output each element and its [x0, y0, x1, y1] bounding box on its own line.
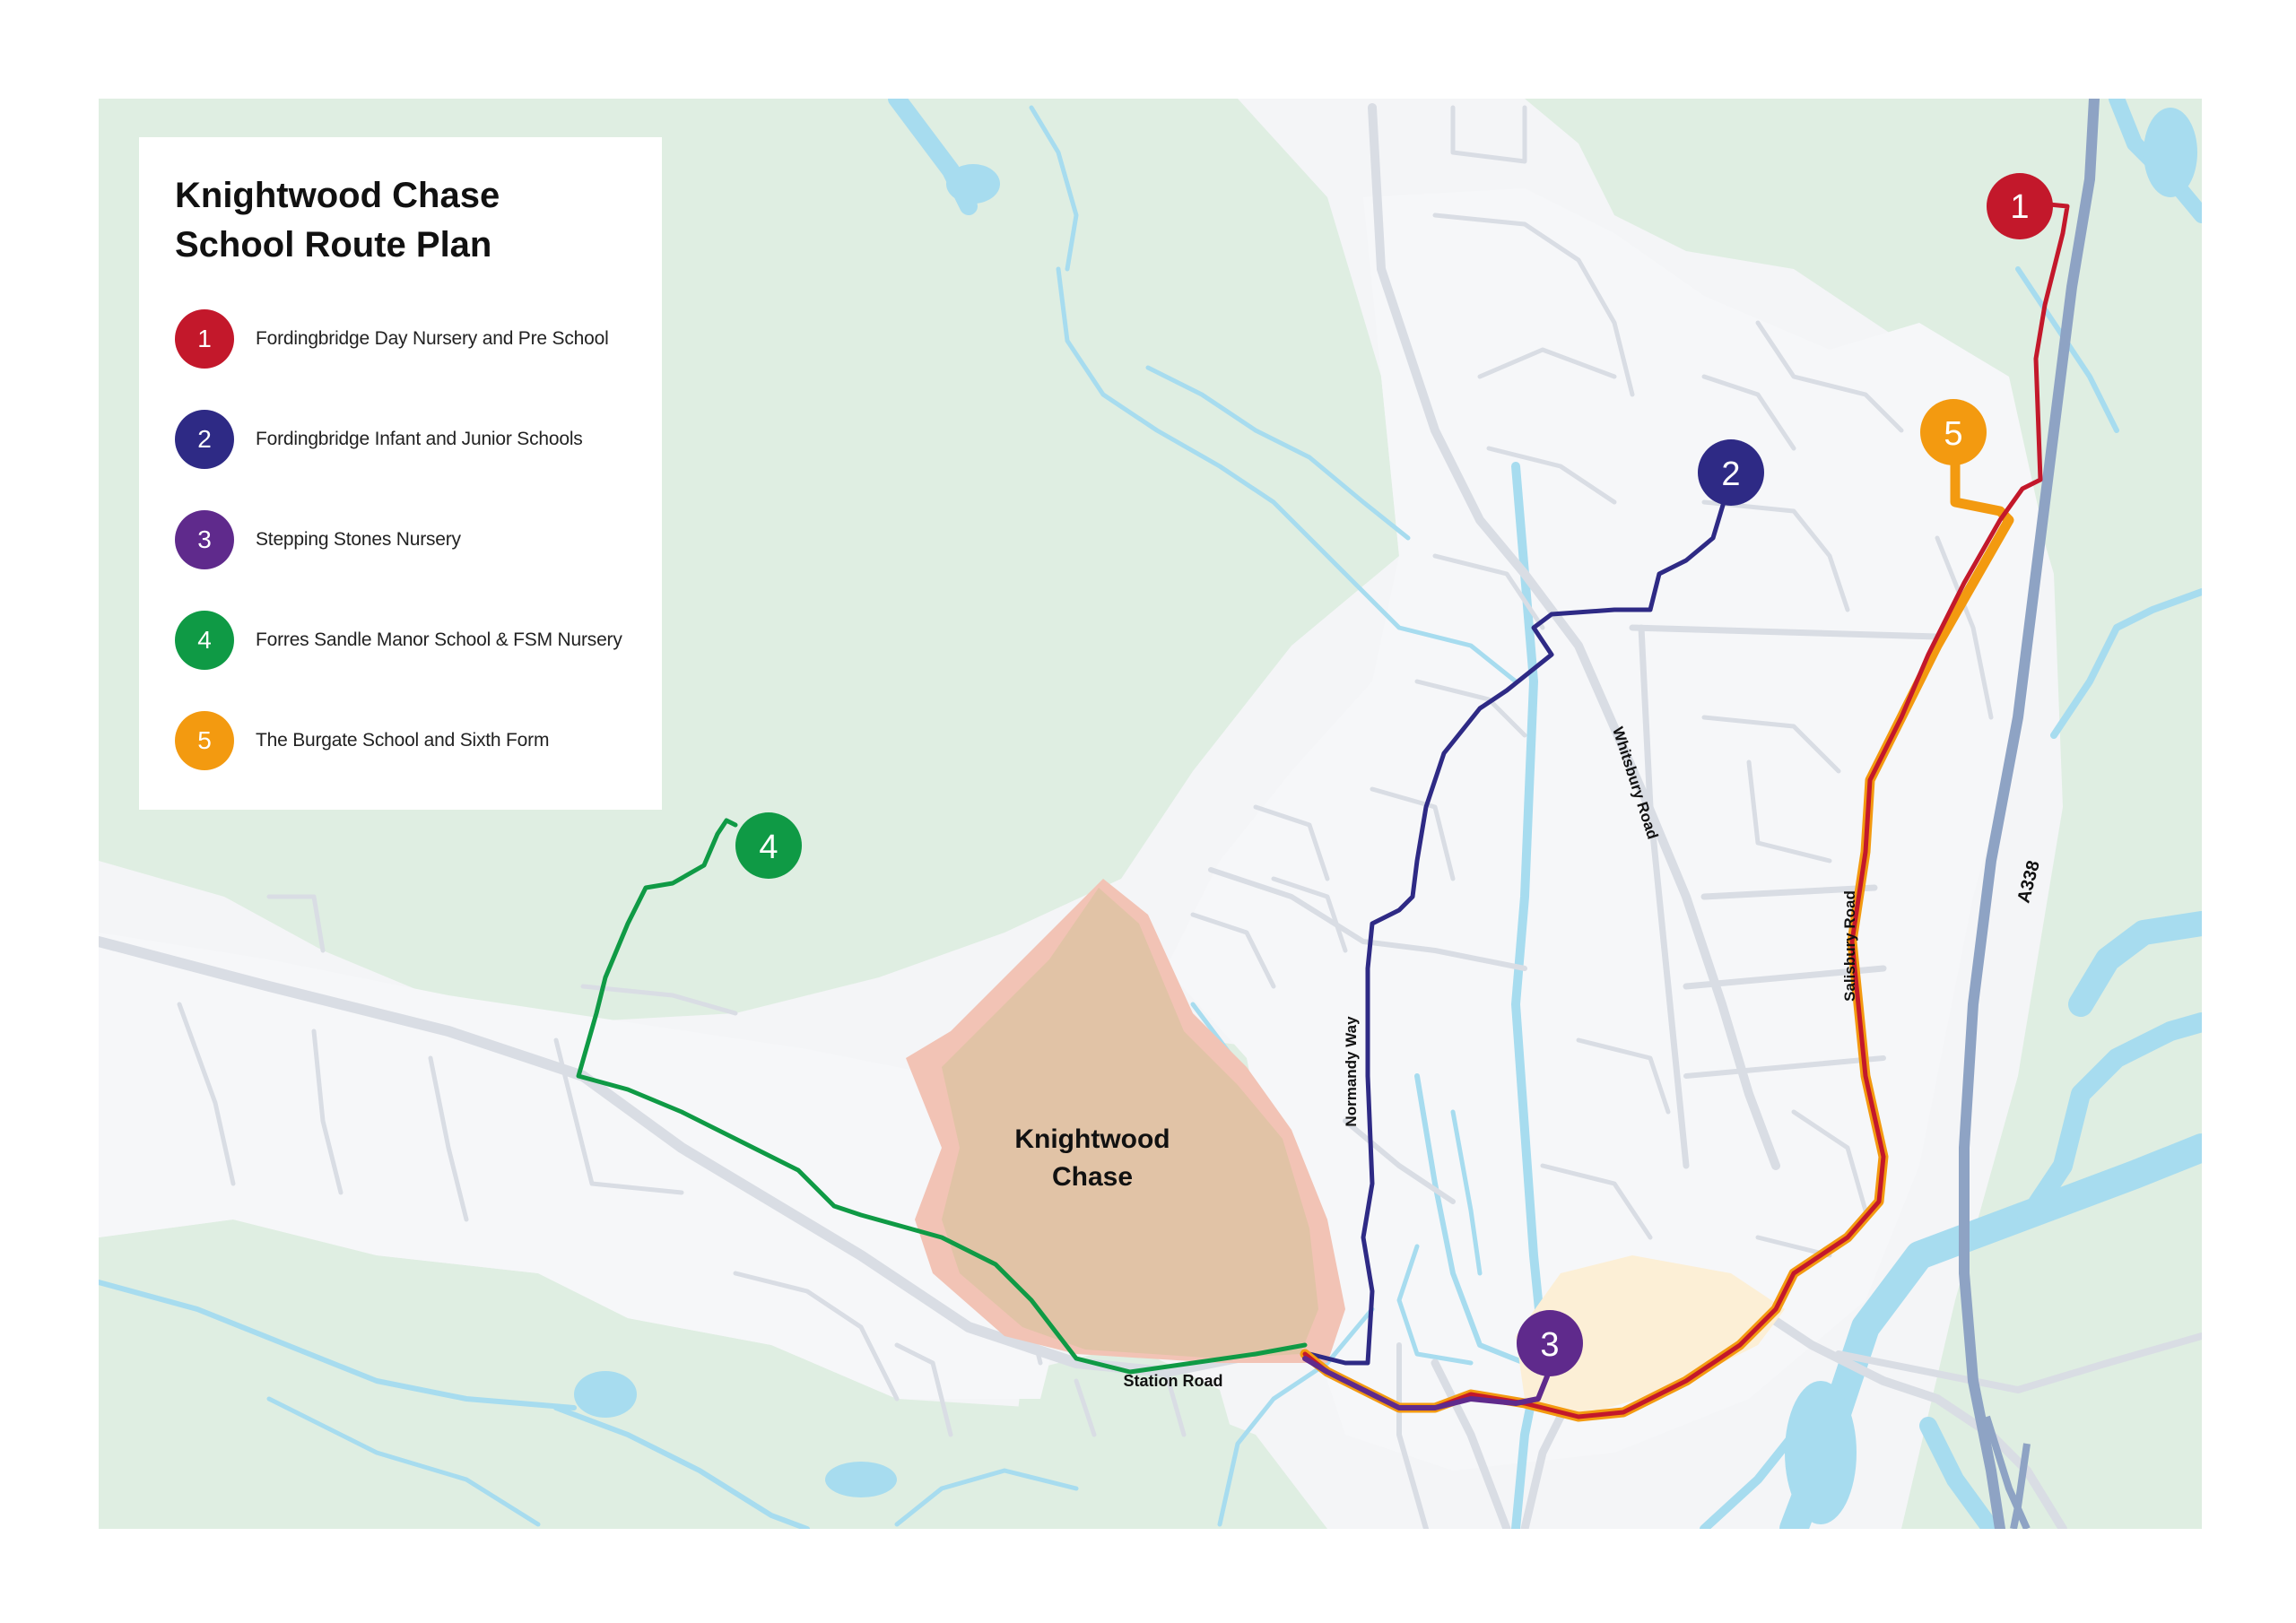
a338-road-line	[1959, 99, 2100, 1529]
legend-label-1: Fordingbridge Day Nursery and Pre School	[256, 328, 609, 349]
legend-label-2: Fordingbridge Infant and Junior Schools	[256, 429, 583, 449]
marker-5[interactable]: 5	[1920, 399, 1987, 465]
legend-badge-4: 4	[175, 611, 234, 670]
legend-item-4[interactable]: 4 Forres Sandle Manor School & FSM Nurse…	[175, 611, 662, 670]
marker-5-circle	[1920, 399, 1987, 465]
route-2-line	[1307, 490, 1729, 1366]
normandy-way-label: Normandy Way	[1343, 1016, 1360, 1127]
route-4-line	[576, 818, 1308, 1375]
legend-label-4: Forres Sandle Manor School & FSM Nursery	[256, 629, 622, 650]
salisbury-road-label: Salisbury Road	[1841, 890, 1858, 1002]
marker-1-number: 1	[2010, 188, 2029, 226]
route-3-line	[1302, 1356, 1550, 1410]
legend-item-3[interactable]: 3 Stepping Stones Nursery	[175, 510, 662, 569]
a338-slip-road	[1983, 1415, 2031, 1529]
legend-panel: Knightwood Chase School Route Plan 1 For…	[139, 137, 662, 810]
legend-item-2[interactable]: 2 Fordingbridge Infant and Junior School…	[175, 410, 662, 469]
town-centre-area	[1516, 1255, 1785, 1417]
marker-5-number: 5	[1944, 415, 1962, 453]
legend-badge-3: 3	[175, 510, 234, 569]
legend-item-5[interactable]: 5 The Burgate School and Sixth Form	[175, 711, 662, 770]
marker-3[interactable]: 3	[1517, 1310, 1583, 1376]
legend-title: Knightwood Chase School Route Plan	[175, 171, 552, 270]
route-1-line	[1302, 199, 2070, 1419]
site-label-line2: Chase	[1052, 1162, 1133, 1192]
legend-badge-1: 1	[175, 309, 234, 369]
water	[99, 99, 2202, 1529]
station-road-label: Station Road	[1124, 1372, 1223, 1390]
routes	[576, 199, 2070, 1422]
marker-1[interactable]: 1	[1987, 173, 2053, 239]
marker-4-circle	[735, 812, 802, 879]
marker-4-number: 4	[759, 829, 778, 866]
lakes	[574, 108, 2197, 1524]
legend-label-3: Stepping Stones Nursery	[256, 529, 461, 550]
legend-badge-2: 2	[175, 410, 234, 469]
legend-list: 1 Fordingbridge Day Nursery and Pre Scho…	[175, 309, 662, 770]
legend-title-line1: Knightwood Chase	[175, 176, 500, 215]
legend-item-1[interactable]: 1 Fordingbridge Day Nursery and Pre Scho…	[175, 309, 662, 369]
marker-1-circle	[1987, 173, 2053, 239]
marker-2-circle	[1698, 439, 1764, 506]
marker-4[interactable]: 4	[735, 812, 802, 879]
marker-3-number: 3	[1540, 1326, 1559, 1364]
marker-3-circle	[1517, 1310, 1583, 1376]
site-label-line1: Knightwood	[1014, 1124, 1170, 1154]
legend-badge-5: 5	[175, 711, 234, 770]
site-area	[942, 888, 1318, 1358]
legend-label-5: The Burgate School and Sixth Form	[256, 730, 550, 751]
marker-2-number: 2	[1721, 456, 1740, 493]
marker-2[interactable]: 2	[1698, 439, 1764, 506]
legend-title-line2: School Route Plan	[175, 225, 492, 265]
